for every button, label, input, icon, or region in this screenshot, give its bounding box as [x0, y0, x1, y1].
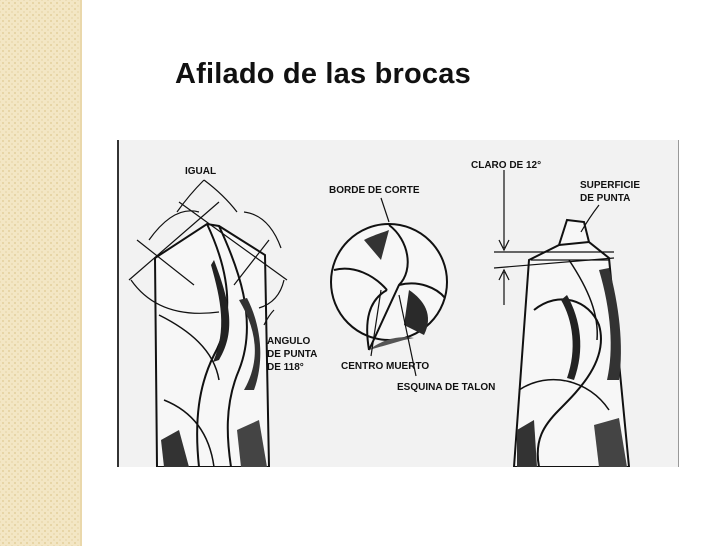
label-borde-corte: BORDE DE CORTE: [329, 185, 420, 196]
drill-diagram-svg: IGUAL BORDE DE CORTE CLARO DE 12° SUPERF…: [128, 160, 640, 468]
label-claro: CLARO DE 12°: [471, 160, 541, 171]
label-angulo-2: DE PUNTA: [267, 349, 317, 360]
label-superficie-1: SUPERFICIE: [580, 180, 640, 191]
right-drill: [493, 170, 631, 468]
drill-end-view: [330, 197, 448, 377]
left-drill: [128, 179, 288, 468]
label-centro-muerto: CENTRO MUERTO: [341, 361, 429, 372]
strip-edge: [80, 0, 82, 546]
label-igual: IGUAL: [185, 166, 216, 177]
decorative-left-strip: [0, 0, 80, 546]
label-superficie-2: DE PUNTA: [580, 193, 630, 204]
label-angulo-1: ANGULO: [267, 336, 311, 347]
label-esquina-talon: ESQUINA DE TALON: [397, 382, 495, 393]
slide-title: Afilado de las brocas: [175, 58, 471, 90]
label-angulo-3: DE 118°: [267, 362, 304, 373]
drill-sharpening-figure: IGUAL BORDE DE CORTE CLARO DE 12° SUPERF…: [117, 140, 679, 468]
